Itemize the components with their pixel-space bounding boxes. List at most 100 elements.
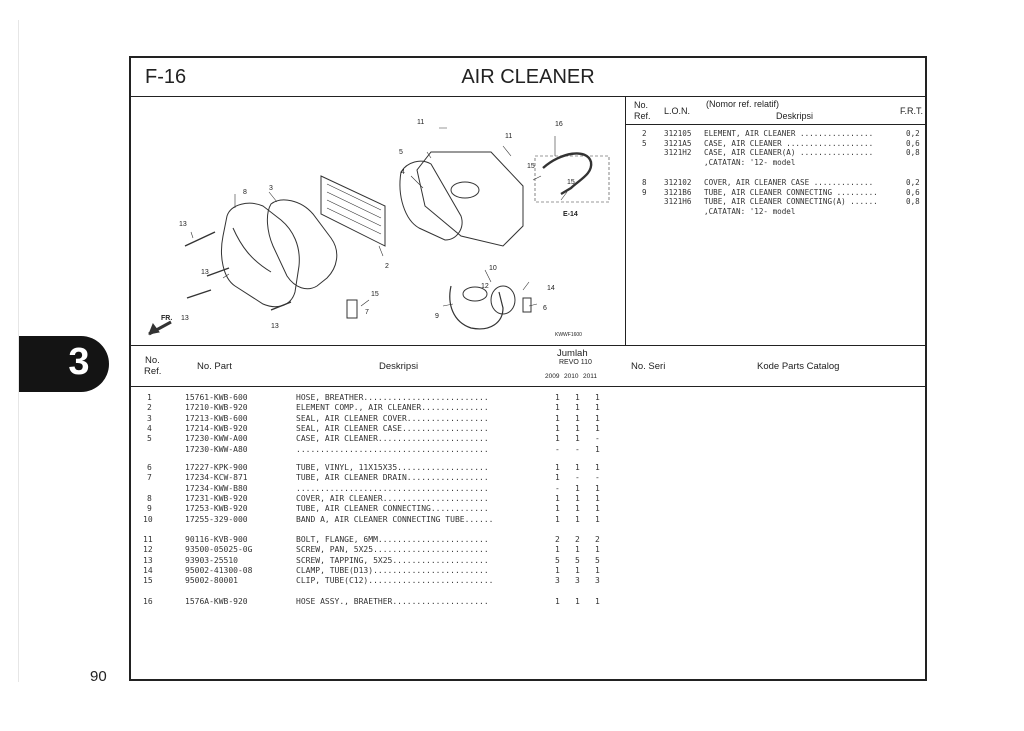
- part-qty-2009: 1: [555, 393, 560, 402]
- page-title: AIR CLEANER: [461, 66, 595, 88]
- ref-row-no: 5: [642, 138, 647, 148]
- ref-row-frt: 0,6: [906, 187, 920, 197]
- callout-13c: 13: [181, 315, 189, 322]
- part-qty-2011: 1: [595, 413, 600, 423]
- part-desc: ........................................: [296, 444, 489, 454]
- part-ref: 12: [143, 545, 153, 555]
- part-qty-2011: 3: [595, 576, 600, 586]
- part-qty-2009: 1: [555, 423, 560, 433]
- callout-6: 6: [543, 305, 547, 312]
- part-qty-2011: 1: [595, 565, 600, 575]
- front-label: FR.: [161, 315, 172, 322]
- part-desc: TUBE, AIR CLEANER DRAIN.................: [296, 473, 489, 483]
- part-desc: SEAL, AIR CLEANER COVER.................: [296, 413, 489, 423]
- ref-row-frt: 0,2: [906, 129, 920, 138]
- part-qty-2011: -: [595, 434, 600, 444]
- part-qty-2010: -: [575, 473, 580, 483]
- part-number: 93903-25510: [185, 555, 238, 565]
- part-number: 17230-KWW-A00: [185, 434, 248, 444]
- callout-13d: 13: [271, 323, 279, 330]
- ref-head-frt: F.R.T.: [900, 106, 924, 116]
- leader-lines: [190, 127, 568, 307]
- front-arrowhead: [148, 322, 160, 335]
- parts-head-year-2011: 2011: [583, 373, 597, 380]
- part-qty-2009: -: [555, 444, 560, 454]
- parts-head-part: No. Part: [197, 361, 232, 372]
- part-desc: BOLT, FLANGE, 6MM.......................: [296, 535, 489, 544]
- part-desc: SCREW, PAN, 5X25........................: [296, 545, 489, 555]
- part-qty-2009: 1: [555, 565, 560, 575]
- ref-row-desc: COVER, AIR CLEANER CASE .............: [704, 178, 874, 187]
- part-qty-2009: 5: [555, 555, 560, 565]
- ref-head-divider: [626, 124, 925, 125]
- ref-row-frt: 0,8: [906, 148, 920, 158]
- part-qty-2009: 3: [555, 576, 560, 586]
- ref-row-frt: 0,2: [906, 178, 920, 187]
- drain-tube-shape: [346, 299, 358, 319]
- part-desc: HOSE, BREATHER..........................: [296, 393, 489, 402]
- part-number: 17230-KWW-A80: [185, 444, 248, 454]
- ref-row-desc: TUBE, AIR CLEANER CONNECTING .........: [704, 187, 878, 197]
- figure-code: F-16: [145, 66, 187, 88]
- callout-7: 7: [365, 309, 369, 316]
- ref-row-lon: 3121H6: [664, 197, 692, 207]
- part-desc: ELEMENT COMP., AIR CLEANER..............: [296, 403, 489, 413]
- part-qty-2009: 1: [555, 434, 560, 444]
- part-number: 17227-KPK-900: [185, 463, 248, 472]
- part-qty-2010: -: [575, 444, 580, 454]
- part-qty-2010: 2: [575, 535, 580, 544]
- part-number: 1576A-KWB-920: [185, 597, 248, 606]
- part-qty-2011: -: [595, 473, 600, 483]
- part-qty-2010: 1: [575, 545, 580, 555]
- parts-table-body: 1 15761-KWB-600 HOSE, BREATHER..........…: [131, 387, 925, 679]
- part-ref: 3: [147, 413, 152, 423]
- ref-head-desc: Deskripsi: [776, 111, 814, 121]
- part-desc: SEAL, AIR CLEANER CASE..................: [296, 423, 489, 433]
- part-qty-2009: -: [555, 483, 560, 493]
- part-ref: 7: [147, 473, 152, 483]
- part-number: 90116-KVB-900: [185, 535, 248, 544]
- parts-head-ref: Ref.: [144, 366, 162, 377]
- part-qty-2009: 1: [555, 473, 560, 483]
- part-qty-2010: 1: [575, 463, 580, 472]
- ref-row-note: ,CATATAN: '12- model: [704, 157, 796, 167]
- section-tab-number: 3: [68, 341, 90, 383]
- ref-row-no: 9: [642, 187, 647, 197]
- callout-5: 5: [399, 149, 403, 156]
- callout-15c: 15: [371, 291, 379, 298]
- part-ref: 13: [143, 555, 153, 565]
- part-ref: 15: [143, 576, 153, 586]
- title-row: F-16 AIR CLEANER: [131, 58, 925, 97]
- parts-head-model: REVO 110: [559, 359, 592, 366]
- ref-row-lon: 312105: [664, 129, 692, 138]
- part-ref: 1: [147, 393, 152, 402]
- band-shape: [490, 285, 516, 315]
- ref-row-desc: CASE, AIR CLEANER ...................: [704, 138, 874, 148]
- parts-head-catalog: Kode Parts Catalog: [757, 361, 840, 372]
- part-qty-2011: 1: [595, 463, 600, 472]
- part-number: 15761-KWB-600: [185, 393, 248, 402]
- part-desc: CLAMP, TUBE(D13)........................: [296, 565, 489, 575]
- part-qty-2011: 1: [595, 403, 600, 413]
- part-qty-2010: 1: [575, 514, 580, 524]
- part-qty-2011: 2: [595, 535, 600, 544]
- parts-head-year-2009: 2009: [545, 373, 560, 380]
- callout-11b: 11: [505, 133, 512, 140]
- parts-head-desc: Deskripsi: [379, 361, 419, 372]
- ref-row-lon: 3121A5: [664, 138, 692, 148]
- callout-16: 16: [555, 121, 563, 128]
- part-number: 17253-KWB-920: [185, 504, 248, 514]
- part-ref: 4: [147, 423, 152, 433]
- ref-row-lon: 3121B6: [664, 187, 692, 197]
- ref-row-no: 8: [642, 178, 647, 187]
- ref-row-no: 2: [642, 129, 647, 138]
- part-ref: 8: [147, 493, 152, 503]
- drawing-code: KWWF1600: [555, 332, 582, 338]
- parts-table-header: No. Ref. No. Part Deskripsi Jumlah REVO …: [131, 345, 925, 387]
- air-cleaner-drawing: 16 11 11 5 15 15 E-14 4 8 3 13 2 13 15 7…: [148, 119, 610, 338]
- case-port: [450, 181, 480, 199]
- callout-3: 3: [269, 185, 273, 192]
- part-qty-2011: 1: [595, 444, 600, 454]
- ref-row-desc: CASE, AIR CLEANER(A) ................: [704, 148, 874, 158]
- part-qty-2011: 1: [595, 597, 600, 606]
